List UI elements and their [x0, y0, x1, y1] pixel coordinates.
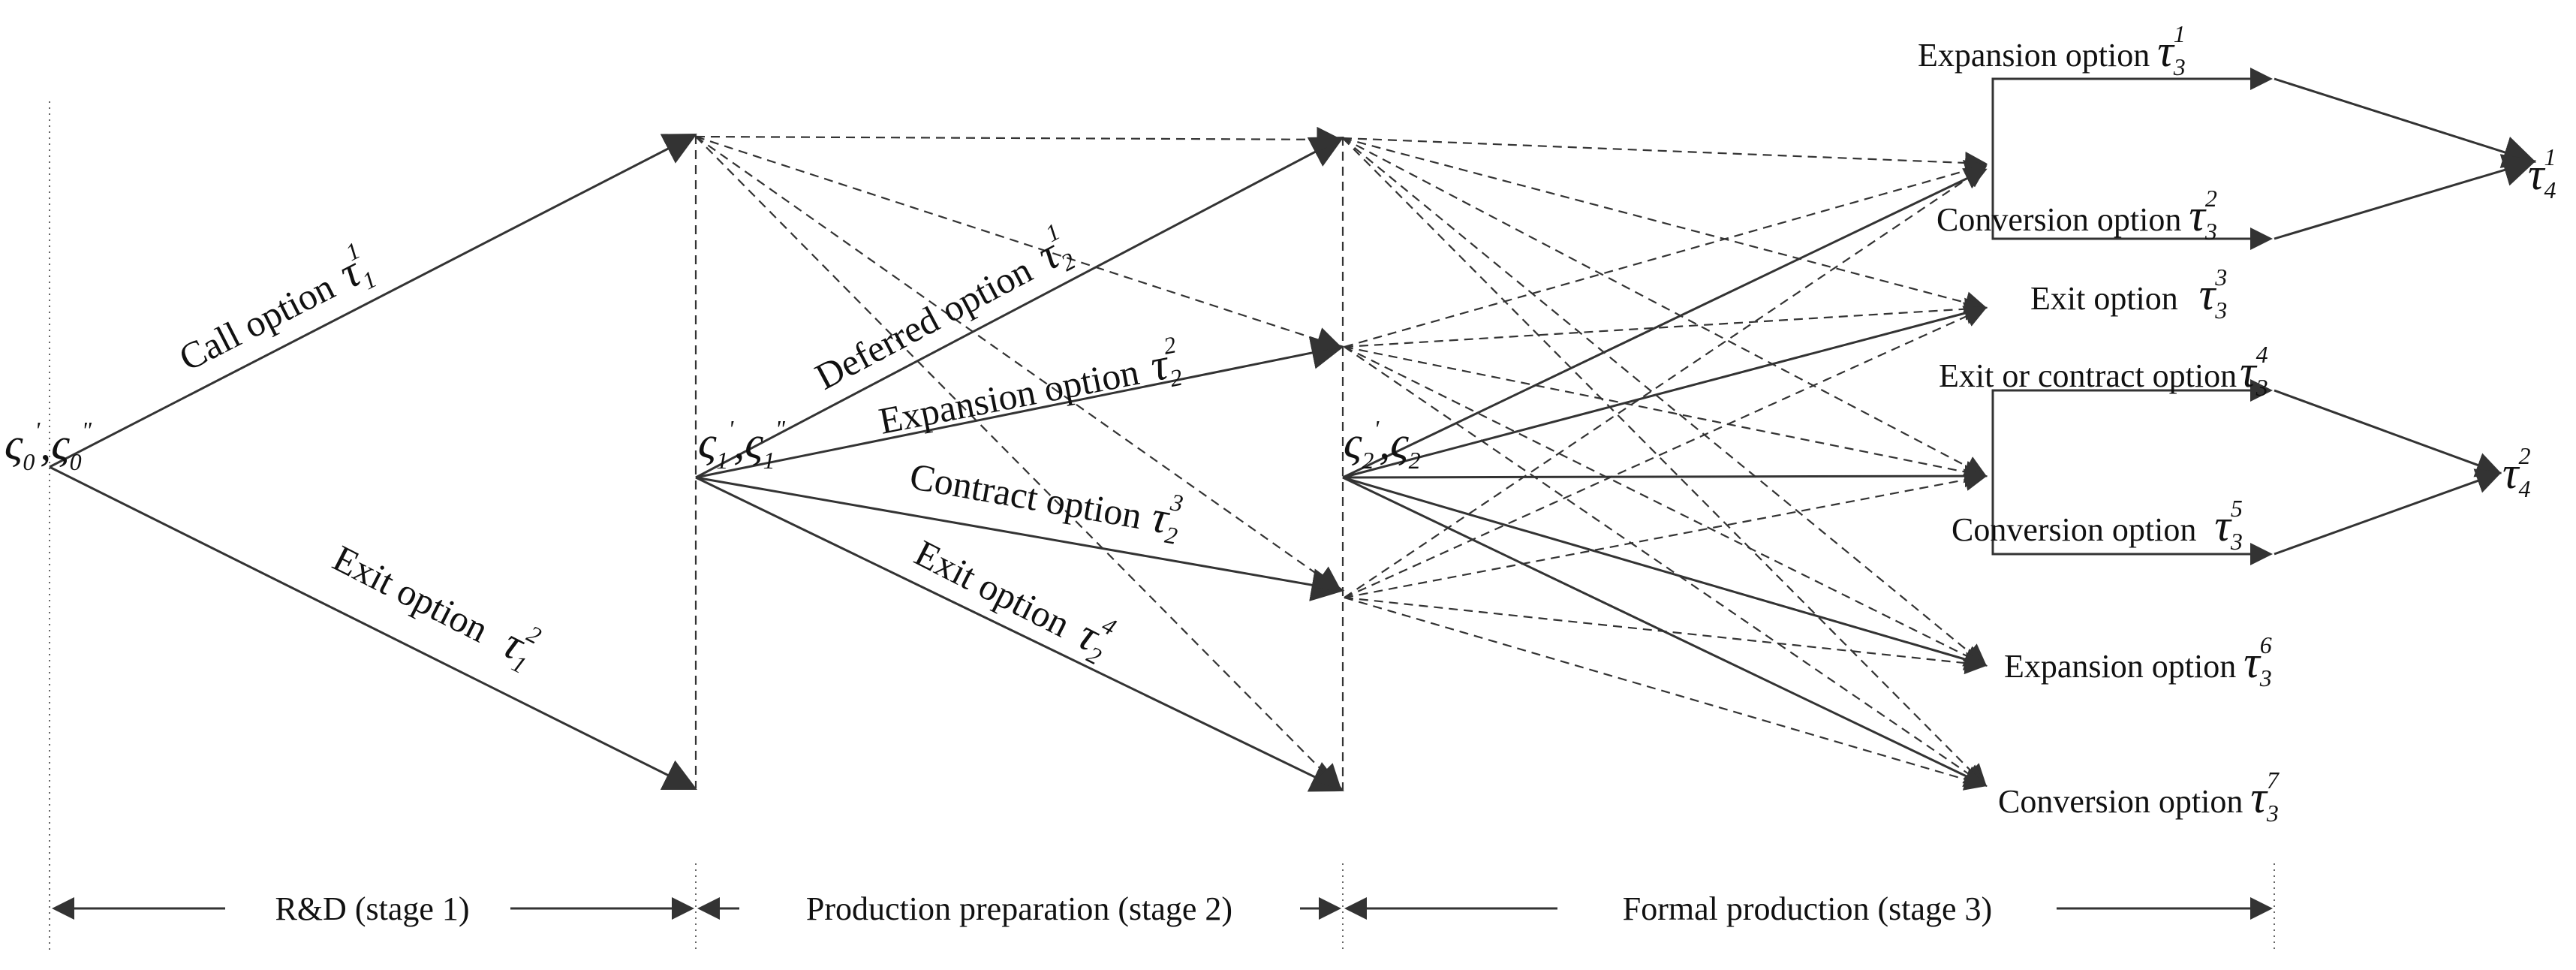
node-1-label: ς1',ς1" — [698, 415, 786, 474]
to-final-1-lower — [2274, 154, 2537, 240]
bracket-bottom-upper — [1991, 379, 2273, 476]
dashed-path — [1342, 137, 1988, 477]
stage1-arrows — [49, 133, 697, 791]
dashed-path — [1342, 137, 1988, 667]
dashed-path — [1344, 297, 1988, 348]
dashed-path — [1344, 596, 1988, 675]
contract-option-arrow — [695, 476, 1345, 601]
dashed-path — [1344, 165, 1988, 598]
call-option-label: Call optionτ11 — [167, 236, 379, 384]
stage2-arrows — [695, 136, 1345, 792]
to-final-2-lower — [2274, 468, 2502, 556]
dashed-path — [695, 136, 1342, 791]
final-node-labels: τ41 τ42 — [2502, 143, 2556, 502]
bracket-bottom-lower — [1991, 476, 2273, 565]
stage1-labels: Call optionτ11 Exit optionτ12 — [167, 236, 546, 679]
stage3-dashed-paths — [1342, 137, 1988, 791]
stage3-label: Formal production (stage 3) — [1623, 890, 1992, 927]
expansion-option-arrow — [695, 336, 1345, 479]
solid-path — [1342, 302, 1988, 479]
node-2-label: ς2',ς2 — [1344, 415, 1421, 474]
stage3-option-4-label: Exit or contract optionτ34 — [1939, 341, 2268, 401]
dashed-path — [1344, 468, 1988, 599]
solid-path — [1342, 168, 1988, 479]
stage2-dashed-fan — [695, 126, 1343, 791]
exit-option-arrow-2 — [695, 476, 1344, 792]
contract-option-label: Contract optionτ23 — [906, 443, 1185, 550]
dashed-path — [1342, 137, 1988, 174]
stage2-label: Production preparation (stage 2) — [806, 890, 1232, 927]
call-option-arrow — [49, 133, 697, 468]
solid-path — [1342, 476, 1988, 670]
final-node-1-label: τ41 — [2528, 143, 2556, 203]
bracket-top-lower — [1991, 165, 2273, 250]
to-final-2-upper — [2274, 389, 2502, 477]
exit-option-arrow — [49, 465, 697, 791]
dashed-path — [1344, 596, 1988, 791]
dashed-path — [1344, 159, 1988, 348]
dashed-path — [1342, 137, 1988, 788]
stage3-solid-arrows — [1342, 168, 1988, 787]
to-final-1-upper — [2274, 77, 2537, 168]
final-node-2-label: τ42 — [2502, 442, 2530, 502]
node-labels: ς0',ς0" ς1',ς1" ς2',ς2 — [5, 415, 1421, 475]
node-0-label: ς0',ς0" — [5, 417, 92, 475]
stage-boundaries — [49, 101, 2275, 950]
deferred-option-arrow — [695, 136, 1344, 479]
solid-path — [1342, 465, 1988, 488]
vertical-dashed-connectors — [694, 135, 1344, 790]
dashed-path — [695, 126, 1343, 152]
dashed-path — [1344, 306, 1988, 599]
bracket-top-upper — [1991, 68, 2273, 165]
dashed-path — [695, 135, 1343, 352]
final-brackets — [1991, 68, 2537, 565]
dashed-path — [1342, 137, 1988, 314]
dashed-path — [1344, 346, 1988, 787]
dashed-path — [695, 136, 1342, 592]
exit-option-label: Exit optionτ12 — [324, 526, 546, 679]
stage1-label: R&D (stage 1) — [275, 890, 469, 927]
stage-timeline: R&D (stage 1) Production preparation (st… — [52, 890, 2273, 927]
dashed-path — [1344, 345, 1988, 483]
